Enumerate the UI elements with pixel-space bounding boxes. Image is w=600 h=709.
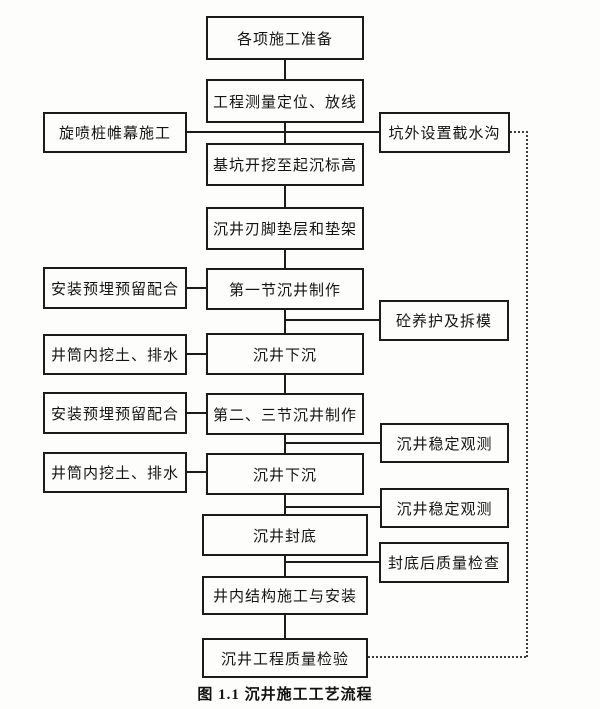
node-embed-reserve-2: 安装预埋预留配合 bbox=[43, 392, 187, 434]
node-pit-excavation: 基坑开挖至起沉标高 bbox=[206, 143, 364, 186]
edge-spine-sealcheck-branch bbox=[284, 561, 379, 563]
edge-dotted-drainditch-out bbox=[510, 131, 528, 133]
node-shaft-excavation-drain-2: 井筒内挖土、排水 bbox=[43, 452, 187, 493]
node-concrete-curing-formwork: 砼养护及拆模 bbox=[379, 300, 509, 341]
node-second-third-section-making: 第二、三节沉井制作 bbox=[206, 393, 364, 435]
edge-dig1-sinking1 bbox=[187, 353, 206, 355]
node-post-seal-quality-check: 封底后质量检查 bbox=[379, 542, 509, 583]
node-caisson-sinking-1: 沉井下沉 bbox=[206, 333, 364, 375]
node-first-section-making: 第一节沉井制作 bbox=[206, 268, 364, 310]
edge-sinking1-secondsection bbox=[284, 375, 286, 393]
node-bottom-sealing: 沉井封底 bbox=[202, 514, 368, 556]
node-shaft-excavation-drain-1: 井筒内挖土、排水 bbox=[43, 334, 187, 375]
node-stability-observation-2: 沉井稳定观测 bbox=[380, 488, 509, 528]
edge-firstsection-sinking1 bbox=[284, 310, 286, 333]
edge-cushion-firstsection bbox=[284, 250, 286, 268]
edge-secondsection-sinking2 bbox=[284, 435, 286, 453]
edge-embed1-firstsection bbox=[187, 287, 206, 289]
edge-dotted-finalcheck-in bbox=[368, 656, 526, 658]
node-survey-layout: 工程测量定位、放线 bbox=[206, 79, 364, 123]
edge-excavation-cushion bbox=[284, 186, 286, 207]
edge-internal-finalcheck bbox=[284, 615, 286, 638]
edge-sinking2-sealing bbox=[284, 495, 286, 514]
edge-dig2-sinking2 bbox=[187, 471, 206, 473]
node-stability-observation-1: 沉井稳定观测 bbox=[380, 423, 509, 463]
node-cutting-edge-cushion: 沉井刃脚垫层和垫架 bbox=[206, 207, 364, 250]
edge-sealing-internal bbox=[284, 556, 286, 576]
node-caisson-sinking-2: 沉井下沉 bbox=[206, 453, 364, 495]
edge-jetgrouting-drainditch-cross bbox=[187, 131, 379, 133]
node-project-quality-inspection: 沉井工程质量检验 bbox=[202, 638, 368, 678]
edge-dotted-right-spine bbox=[526, 131, 528, 657]
edge-spine-curing-branch bbox=[284, 319, 379, 321]
edge-spine-observation2-branch bbox=[284, 506, 380, 508]
node-embed-reserve-1: 安装预埋预留配合 bbox=[43, 267, 187, 309]
node-preparation: 各项施工准备 bbox=[206, 16, 364, 60]
node-internal-structure-install: 井内结构施工与安装 bbox=[202, 576, 368, 615]
node-outer-drain-ditch: 坑外设置截水沟 bbox=[379, 112, 510, 153]
figure-caption: 图 1.1 沉井施工工艺流程 bbox=[197, 687, 373, 703]
edge-embed2-secondsection bbox=[187, 412, 206, 414]
edge-preparation-survey bbox=[284, 60, 286, 79]
edge-spine-observation1-branch bbox=[284, 442, 380, 444]
node-jet-grouting-curtain: 旋喷桩帷幕施工 bbox=[43, 112, 187, 153]
edge-survey-excavation bbox=[284, 123, 286, 143]
